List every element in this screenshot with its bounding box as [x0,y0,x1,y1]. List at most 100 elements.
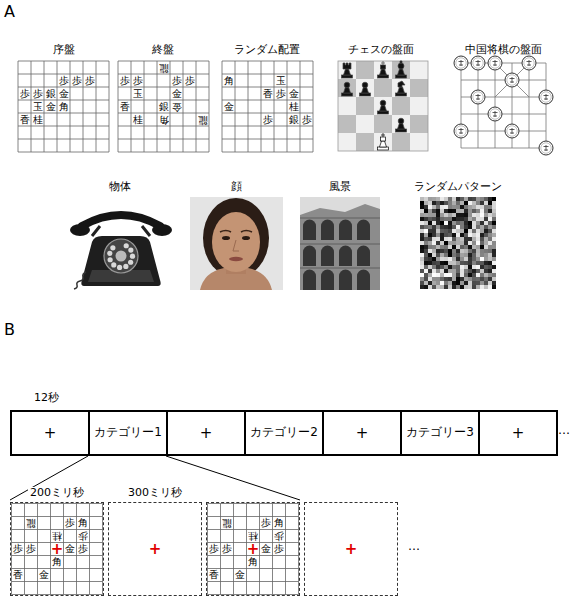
board-caption: ランダム配置 [234,44,300,55]
shogi-piece: 銀 [159,102,169,112]
shogi-piece: 歩 [133,76,143,86]
shogi-piece: 香 [263,89,273,99]
noise-cell [428,285,432,289]
noise-cell [464,281,468,285]
noise-cell [472,201,476,205]
noise-cell [440,229,444,233]
piece-head [380,100,386,106]
handset [82,215,160,226]
dial-hole [123,264,128,269]
shogi-grid [18,61,109,152]
dial-hole [111,262,116,267]
noise-cell [460,229,464,233]
noise-cell [460,245,464,249]
zoom-line [166,456,300,500]
noise-cell [424,241,428,245]
noise-cell [448,201,452,205]
noise-cell [464,277,468,281]
noise-cell [472,229,476,233]
piece-mark [510,128,515,134]
noise-cell [476,265,480,269]
chess-square [410,133,428,151]
noise-cell [476,237,480,241]
shogi-piece: 歩 [13,544,23,554]
noise-cell [420,217,424,221]
arch [339,246,352,266]
grid-line [118,74,209,75]
shogi-piece: 角 [59,102,69,112]
chess-piece [378,133,389,150]
timeline-block: カテゴリー3 [400,410,480,456]
timeline-block: カテゴリー1 [88,410,168,456]
grid-line [18,100,109,101]
noise-cell [428,245,432,249]
image-caption: 物体 [109,181,131,192]
piece-mark [476,60,481,66]
noise-cell [456,249,460,253]
noise-cell [436,253,440,257]
piece-base [378,75,389,78]
grid-line [222,74,313,75]
noise-cell [452,205,456,209]
noise-cell [432,269,436,273]
noise-cell [444,277,448,281]
noise-cell [492,249,496,253]
noise-cell [444,205,448,209]
building [300,204,380,290]
category-label: カテゴリー1 [94,426,162,439]
noise-cell [456,233,460,237]
piece-mark [493,111,498,117]
landscape-image [300,197,380,290]
noise-cell [428,277,432,281]
noise-cell [484,205,488,209]
piece-head [398,118,404,124]
noise-cell [480,249,484,253]
phone-body [81,236,160,286]
grid-line [118,87,209,88]
noise-cell [448,221,452,225]
stimulus-frame: + [108,502,202,596]
noise-cell [428,257,432,261]
noise-cell [468,265,472,269]
grid-line [209,61,210,152]
noise-cell [468,233,472,237]
noise-cell [488,197,492,201]
noise-cell [488,221,492,225]
noise-cell [452,225,456,229]
piece-base [378,111,389,114]
noise-cell [448,237,452,241]
noise-cell [436,261,440,265]
shogi-piece: 歩 [26,544,36,554]
grid-line [261,61,262,152]
piece-mark [493,60,498,66]
noise-cell [440,205,444,209]
noise-cell [476,273,480,277]
piece-disc [488,56,502,70]
noise-cell [468,253,472,257]
noise-cell [468,269,472,273]
noise-cell [444,273,448,277]
piece-base [342,75,353,78]
noise-cell [472,281,476,285]
noise-cell [464,209,468,213]
timeline-block: カテゴリー2 [244,410,324,456]
noise-cell [456,253,460,257]
noise-cell [432,217,436,221]
noise-cell [488,241,492,245]
grid-line [18,113,109,114]
noise-cell [464,213,468,217]
noise-cell [440,285,444,289]
noise-cell [468,205,472,209]
piece-disc [471,90,485,104]
grid-line [18,61,19,152]
noise-cell [464,205,468,209]
noise-cell [448,197,452,201]
noise-cell [436,205,440,209]
arch [357,270,370,291]
noise-cell [436,237,440,241]
noise-cell [452,245,456,249]
shogi-piece: 歩 [20,89,30,99]
chess-square [338,115,356,133]
noise-cell [424,261,428,265]
chess-piece [378,61,389,78]
